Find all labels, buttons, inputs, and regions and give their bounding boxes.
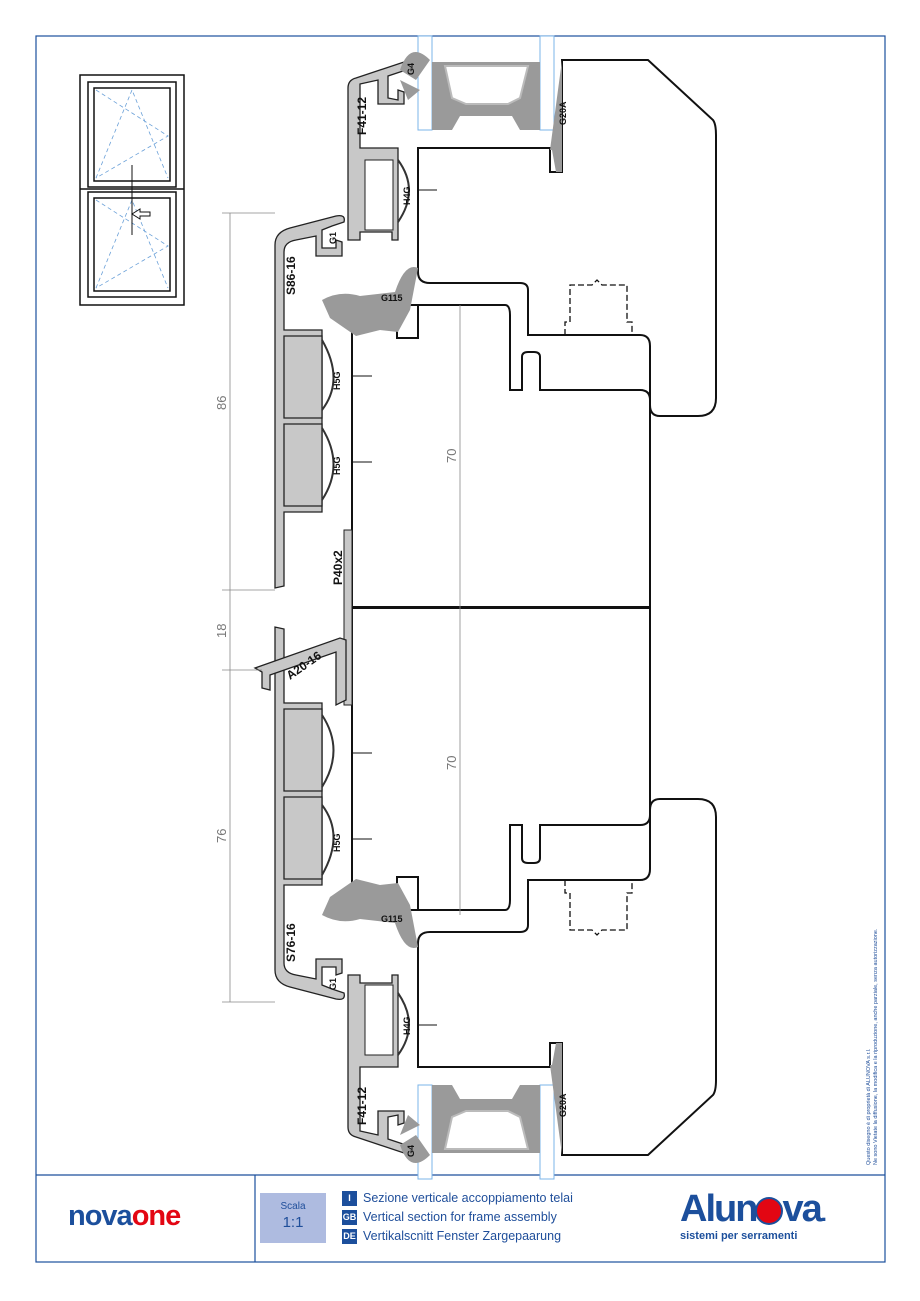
copyright-line-2: Ne sono Vietate la diffusione, la modifi…	[873, 928, 879, 1165]
label-h5g: H5G	[332, 371, 342, 390]
label-f41-12: F41-12	[355, 1087, 369, 1125]
dim-76: 76	[214, 829, 229, 843]
label-g115: G115	[381, 293, 403, 303]
label-g4: G4	[406, 1145, 416, 1157]
label-h5g: H5G	[332, 456, 342, 475]
label-g20a: G20A	[558, 101, 568, 125]
sheet-border	[35, 35, 886, 1263]
scale-box: Scala 1:1	[260, 1193, 326, 1243]
scale-label: Scala	[280, 1201, 306, 1212]
label-g20a: G20A	[558, 1093, 568, 1117]
window-thumbnail	[79, 74, 185, 306]
logo-part-nova: nova	[68, 1200, 133, 1232]
label-s86-16: S86-16	[284, 256, 298, 295]
label-h4g: H4G	[402, 186, 412, 205]
logo-text-left: Alun	[680, 1188, 758, 1230]
title-english: Vertical section for frame assembly	[363, 1210, 557, 1224]
dim-18: 18	[214, 624, 229, 638]
upper-section	[274, 35, 717, 609]
lang-badge-gb: GB	[342, 1210, 357, 1225]
label-h4g: H4G	[402, 1016, 412, 1035]
lang-badge-de: DE	[342, 1229, 357, 1244]
dimension-labels: 86 18 76 70 70	[214, 396, 459, 843]
copyright-line-1: Questo disegno è di proprietà di ALUNOVA…	[866, 1048, 872, 1165]
title-german: Vertikalscnitt Fenster Zargepaarung	[363, 1229, 562, 1243]
logo-globe-icon	[757, 1199, 782, 1223]
logo-tagline: sistemi per serramenti	[680, 1230, 798, 1242]
label-g4: G4	[406, 63, 416, 75]
dim-86: 86	[214, 396, 229, 410]
a20-16-profile	[253, 637, 347, 707]
dimension-lines	[222, 212, 461, 1003]
label-g115: G115	[381, 914, 403, 924]
scale-value: 1:1	[282, 1214, 304, 1231]
label-g1: G1	[328, 232, 338, 244]
logo-part-one: one	[131, 1200, 182, 1232]
novaone-logo: novaone	[68, 1200, 182, 1233]
lang-badge-it: I	[342, 1191, 357, 1206]
p40x2-plate	[343, 529, 353, 706]
title-italian: Sezione verticale accoppiamento telai	[363, 1191, 573, 1205]
label-g1: G1	[328, 978, 338, 990]
label-s76-16: S76-16	[284, 923, 298, 962]
label-p40x2: P40x2	[331, 550, 345, 585]
copyright-note: Questo disegno è di proprietà di ALUNOVA…	[866, 928, 879, 1165]
logo-dot: .	[820, 1201, 827, 1226]
label-h5g: H5G	[332, 833, 342, 852]
logo-text-right: va	[782, 1188, 822, 1230]
label-f41-12: F41-12	[355, 97, 369, 135]
dim-70-bottom: 70	[444, 756, 459, 770]
dim-70-top: 70	[444, 449, 459, 463]
